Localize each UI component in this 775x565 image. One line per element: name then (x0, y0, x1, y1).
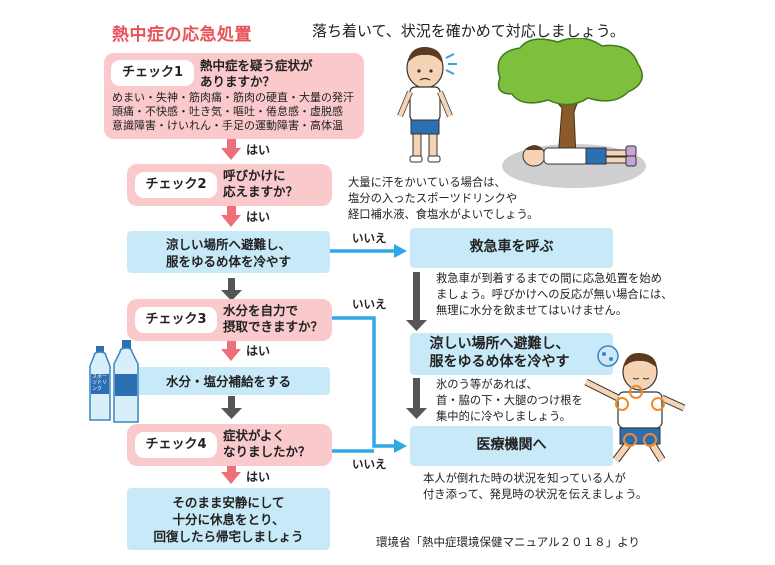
sports-drink-bottles-illustration (89, 340, 139, 423)
final-rest-line3: 回復したら帰宅しましょう (153, 529, 304, 544)
symptom-line1: めまい・失神・筋肉痛・筋肉の硬直・大量の発汗 (112, 91, 354, 104)
sweat-note-line1: 大量に汗をかいている場合は、 (348, 176, 506, 189)
ice-note-line2: 首・脇の下・大腿のつけ根を (436, 394, 583, 407)
source-credit: 環境省「熱中症環境保健マニュアル２０１８」より (376, 535, 640, 549)
hospital-box (410, 426, 613, 466)
ambulance-note-line1: 救急車が到着するまでの間に応急処置を始め (436, 272, 662, 285)
no-label-1: いいえ (352, 231, 387, 245)
yes-arrows (221, 138, 241, 484)
check4-question-line2: なりましたか？ (223, 444, 311, 459)
check3-question-line2: 摂取できますか？ (223, 319, 324, 334)
ambulance-note-line2: ましょう。呼びかけへの反応が無い場合には、 (436, 288, 673, 301)
sweat-note-line2: 塩分の入ったスポーツドリンクや (348, 192, 518, 205)
check4-tag: チェック4 (135, 432, 217, 458)
right-cool-box (410, 333, 613, 375)
ice-note-line1: 氷のう等があれば、 (436, 378, 538, 391)
cool-action-box (127, 231, 330, 273)
lying-person-under-tree-illustration (497, 38, 646, 188)
cool-action-line2: 服をゆるめ体を冷やす (165, 254, 291, 269)
no-label-3: いいえ (352, 457, 387, 471)
right-cool-line1: 涼しい場所へ避難し、 (429, 336, 570, 352)
hydrate-action-label: 水分・塩分補給をする (165, 374, 291, 389)
sweat-note-line3: 経口補水液、食塩水がよいでしょう。 (348, 208, 539, 221)
check1-question-line2: ありますか？ (200, 74, 276, 89)
hospital-label: 医療機関へ (476, 437, 547, 453)
sweating-boy-illustration (397, 46, 457, 163)
hospital-note-line2: 付き添って、発見時の状況を伝えましょう。 (423, 488, 648, 501)
yes-label-1: はい (246, 143, 271, 157)
ambulance-note-line3: 無理に水分を飲ませてはいけません。 (436, 304, 628, 317)
check2-question-line2: 応えますか？ (223, 184, 299, 199)
cooling-boy-illustration (584, 345, 686, 462)
check4-question-line1: 症状がよく (223, 428, 285, 443)
page-title: 熱中症の応急処置 (112, 25, 252, 45)
ice-note-line3: 集中的に冷やしましょう。 (436, 410, 571, 423)
final-rest-line1: そのまま安静にして (172, 495, 285, 510)
final-rest-line2: 十分に休息をとり、 (172, 512, 285, 527)
check1-tag: チェック1 (111, 60, 194, 86)
ambulance-label: 救急車を呼ぶ (469, 239, 554, 255)
symptom-line3: 意識障害・けいれん・手足の運動障害・高体温 (112, 119, 343, 132)
ambulance-box (410, 228, 613, 268)
yes-label-4: はい (246, 470, 271, 484)
no-arrows (330, 249, 396, 453)
hydrate-action-box (127, 367, 330, 395)
bottle-label: スポーツドリンク (92, 374, 108, 392)
hospital-note-line1: 本人が倒れた時の状況を知っている人が (423, 472, 626, 485)
yes-label-2: はい (246, 210, 271, 224)
final-rest-box (127, 488, 330, 550)
check3-question-line1: 水分を自力で (223, 303, 299, 318)
check2-tag: チェック2 (135, 172, 217, 198)
check2-question-line1: 呼びかけに (223, 168, 286, 183)
symptom-line2: 頭痛・不快感・吐き気・嘔吐・倦怠感・虚脱感 (112, 105, 343, 118)
cool-action-line1: 涼しい場所へ避難し、 (165, 237, 291, 252)
check3-tag: チェック3 (135, 307, 217, 333)
check1-question-line1: 熱中症を疑う症状が (200, 58, 313, 73)
page-subtitle: 落ち着いて、状況を確かめて対応しましょう。 (312, 22, 625, 40)
yes-label-3: はい (246, 344, 271, 358)
gray-arrows (221, 272, 427, 419)
no-label-2: いいえ (352, 297, 387, 311)
right-cool-line2: 服をゆるめ体を冷やす (429, 354, 570, 370)
